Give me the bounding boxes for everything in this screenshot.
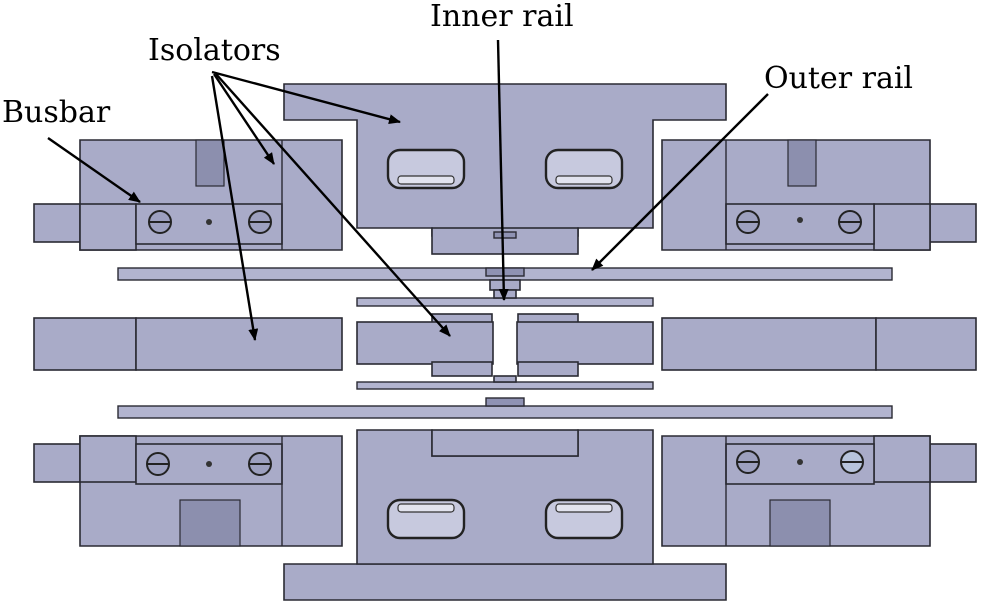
middle-right-isolator <box>661 317 977 371</box>
right-bottom-isolator <box>661 435 977 547</box>
left-top-isolator <box>33 139 343 251</box>
isolator-arrow-1 <box>211 70 401 125</box>
busbar-label: Busbar <box>2 95 111 130</box>
outer-rail-top <box>117 267 893 291</box>
inner-rail-label: Inner rail <box>430 0 574 34</box>
isolators-label: Isolators <box>148 33 281 68</box>
isolator-arrow-2 <box>213 73 275 165</box>
left-bottom-busbar-screws <box>146 452 272 476</box>
busbar-arrow <box>47 137 141 203</box>
middle-left-isolator <box>33 317 343 371</box>
middle-center-isolators <box>356 313 654 377</box>
left-top-busbar-screws <box>148 210 272 234</box>
outer-rail-arrow <box>591 93 769 271</box>
right-top-isolator <box>661 139 977 251</box>
right-top-busbar-screws <box>736 210 862 234</box>
left-bottom-isolator <box>33 435 343 547</box>
isolator-arrow-4 <box>215 73 451 337</box>
outer-rail-label: Outer rail <box>764 61 914 96</box>
annotation-arrows <box>47 39 769 341</box>
outer-rail-bottom <box>117 397 893 419</box>
inner-rail-arrow <box>496 39 509 301</box>
inner-rail-bottom <box>356 375 654 390</box>
bottom-center-block <box>283 429 727 601</box>
isolator-arrow-3 <box>210 75 259 341</box>
right-bottom-busbar-screws <box>736 450 864 474</box>
